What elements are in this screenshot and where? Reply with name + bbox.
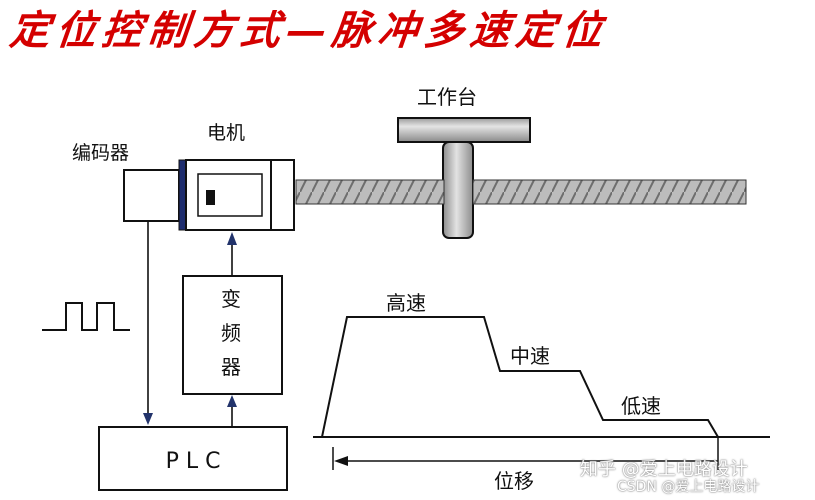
- worktable: [397, 117, 531, 239]
- worktable-label: 工作台: [417, 85, 477, 109]
- plc-label: P L C: [166, 449, 221, 474]
- high-speed-label: 高速: [386, 291, 426, 315]
- plc-box: [98, 426, 288, 491]
- lead-screw-left: [295, 179, 445, 205]
- signal-lines: [143, 221, 237, 427]
- pulse-train: [42, 302, 130, 331]
- motor: [178, 159, 295, 231]
- csdn-watermark: CSDN @爱上电路设计: [617, 479, 760, 495]
- encoder-label: 编码器: [72, 142, 129, 164]
- inverter-label-3: 器: [221, 355, 241, 379]
- motor-label: 电机: [207, 122, 245, 144]
- low-speed-label: 低速: [621, 394, 661, 418]
- lead-screw-right: [472, 179, 747, 205]
- worktable-plate: [397, 117, 531, 143]
- motor-front-flange: [270, 159, 295, 231]
- inverter-to-motor-arrowhead: [227, 232, 237, 245]
- worktable-nut: [442, 141, 474, 239]
- displacement-label: 位移: [494, 469, 534, 493]
- plc-to-inverter-arrowhead: [227, 395, 237, 407]
- motor-rear-flange: [178, 159, 187, 231]
- speed-curve: [321, 316, 719, 438]
- inverter-label-2: 频: [221, 321, 241, 345]
- speed-profile: [313, 316, 770, 470]
- displacement-arrowhead: [334, 456, 348, 466]
- zhihu-watermark: 知乎 @爱上电路设计: [580, 459, 748, 480]
- encoder-to-plc-arrowhead: [143, 413, 153, 425]
- motor-indicator: [206, 190, 215, 205]
- encoder-box: [123, 169, 180, 222]
- mid-speed-label: 中速: [510, 344, 550, 368]
- inverter-label-1: 变: [221, 287, 241, 311]
